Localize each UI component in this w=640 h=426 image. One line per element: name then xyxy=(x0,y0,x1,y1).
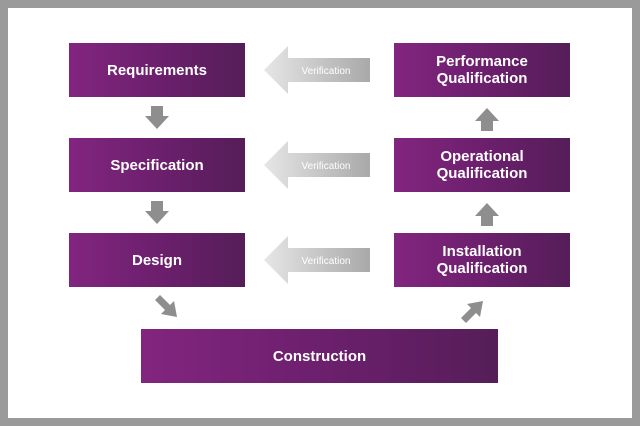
design-box: Design xyxy=(69,233,245,287)
design-label: Design xyxy=(131,251,182,269)
performance-label-line1: Performance xyxy=(436,53,528,70)
verification-label-3: Verification xyxy=(302,256,351,267)
requirements-box: Requirements xyxy=(69,43,245,97)
performance-qualification-box: Performance Qualification xyxy=(394,43,570,97)
operational-label-line2: Qualification xyxy=(436,165,528,182)
verification-label-1: Verification xyxy=(302,66,351,77)
diagonal-down-arrow xyxy=(155,295,177,317)
performance-label-line2: Qualification xyxy=(436,70,528,87)
verification-arrow-2: Verification xyxy=(264,141,370,189)
diagonal-up-arrow xyxy=(461,301,483,323)
construction-label: Construction xyxy=(272,347,367,365)
down-arrow-1 xyxy=(145,106,169,129)
installation-label-line2: Qualification xyxy=(436,260,528,277)
construction-box: Construction xyxy=(141,329,498,383)
down-arrow-2 xyxy=(145,201,169,224)
up-arrow-2 xyxy=(475,108,499,131)
up-arrow-1 xyxy=(475,203,499,226)
verification-label-2: Verification xyxy=(302,161,351,172)
verification-arrow-1: Verification xyxy=(264,46,370,94)
operational-label-line1: Operational xyxy=(440,148,524,165)
requirements-label: Requirements xyxy=(106,61,208,79)
installation-label-line1: Installation xyxy=(442,243,522,260)
verification-arrow-3: Verification xyxy=(264,236,370,284)
specification-box: Specification xyxy=(69,138,245,192)
specification-label: Specification xyxy=(110,156,204,174)
operational-qualification-box: Operational Qualification xyxy=(394,138,570,192)
diagram-canvas: Requirements Specification Design Perfor… xyxy=(8,8,632,418)
installation-qualification-box: Installation Qualification xyxy=(394,233,570,287)
